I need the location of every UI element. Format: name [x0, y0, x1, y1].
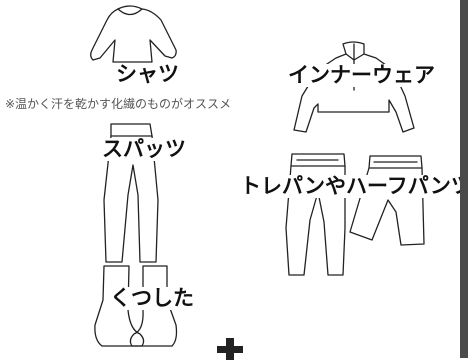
pants-label: トレパンやハーフパンツ: [238, 174, 468, 199]
sidebar-strip: [460, 0, 468, 358]
recommendation-note: ※温かく汗を乾かす化繊のものがオススメ: [5, 97, 232, 111]
innerwear-label: インナーウェア: [286, 63, 437, 88]
half-pants-icon: [349, 155, 425, 246]
shirt-label: シャツ: [114, 62, 181, 87]
plus-icon: [217, 338, 243, 360]
leggings-icon: [103, 123, 159, 263]
socks-label: くつした: [108, 286, 196, 311]
spats-label: スパッツ: [100, 137, 188, 162]
pants-icon: [285, 153, 346, 276]
socks-icon: [94, 265, 178, 347]
long-sleeve-shirt-icon: [90, 5, 177, 63]
